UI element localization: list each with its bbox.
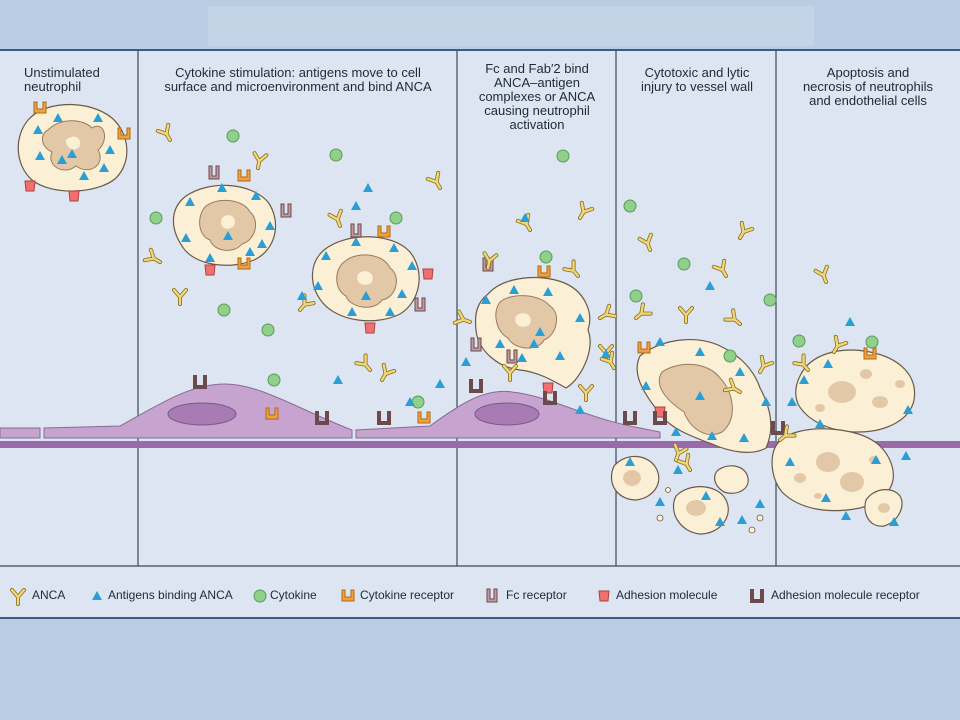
antigen-icon xyxy=(92,591,102,600)
cytokine-icon xyxy=(253,589,267,603)
panel-title-line: causing neutrophil xyxy=(484,103,590,118)
panel-title-4: Cytotoxic and lytic injury to vessel wal… xyxy=(620,66,774,94)
panel-title-line: Cytotoxic and lytic xyxy=(644,65,750,80)
fc-receptor-icon xyxy=(486,588,498,603)
panel-title-line: Fc and Fab′2 bind xyxy=(485,61,589,76)
panel-title-line: Unstimulated xyxy=(24,65,100,80)
vessel-wall xyxy=(0,383,960,448)
adhesion-receptor-icon xyxy=(750,589,764,603)
panel-title-line: surface and microenvironment and bind AN… xyxy=(164,79,432,94)
unstimulated-neutrophil xyxy=(17,101,131,202)
legend-label-anca: ANCA xyxy=(32,588,66,602)
adhesion-molecule-icon xyxy=(598,590,610,602)
apoptotic-cells xyxy=(771,264,916,527)
anca-icon xyxy=(10,588,26,606)
panel-title-1: Unstimulated neutrophil xyxy=(4,66,134,94)
panel-title-line: activation xyxy=(509,117,565,132)
cell-debris xyxy=(610,442,765,535)
legend-label-antigen: Antigens binding ANCA xyxy=(108,588,233,602)
panel-title-line: and endothelial cells xyxy=(809,93,927,108)
cytokine-receptor-icon xyxy=(341,589,355,602)
panel-title-line: injury to vessel wall xyxy=(641,79,753,94)
panel-title-line: neutrophil xyxy=(24,79,82,94)
panel-title-line: Apoptosis and xyxy=(826,65,910,80)
panel-title-line: ANCA–antigen xyxy=(494,75,580,90)
panel-title-3: Fc and Fab′2 bind ANCA–antigen complexes… xyxy=(460,62,614,132)
legend-label-fc-receptor: Fc receptor xyxy=(506,588,567,602)
injury-cell xyxy=(599,199,777,453)
panel-title-line: necrosis of neutrophils xyxy=(802,79,934,94)
legend-label-adhesion-receptor: Adhesion molecule receptor xyxy=(771,588,920,602)
stimulated-neutrophil-2 xyxy=(311,223,434,334)
title-bar xyxy=(208,6,814,46)
stimulated-neutrophil-1 xyxy=(172,165,292,276)
legend-label-adhesion-molecule: Adhesion molecule xyxy=(616,588,718,602)
panel-title-line: complexes or ANCA xyxy=(478,89,596,104)
legend-label-cytokine: Cytokine xyxy=(270,588,317,602)
panel-title-5: Apoptosis and necrosis of neutrophils an… xyxy=(780,66,956,108)
panel-title-2: Cytokine stimulation: antigens move to c… xyxy=(142,66,454,94)
activated-neutrophil xyxy=(452,149,618,414)
legend-label-cytokine-receptor: Cytokine receptor xyxy=(360,588,455,602)
panel-title-line: Cytokine stimulation: antigens move to c… xyxy=(175,65,421,80)
